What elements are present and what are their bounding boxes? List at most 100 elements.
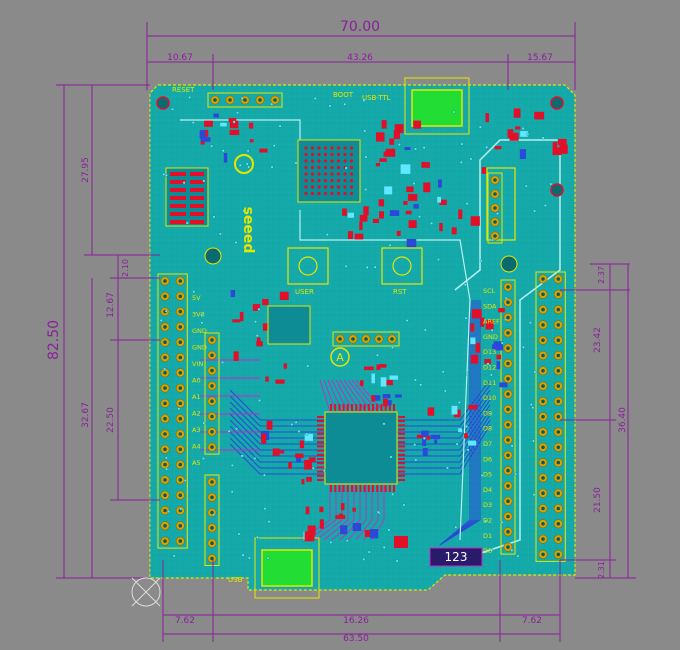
pin-label-left-10: A5 — [192, 459, 201, 467]
pin-label-right-0: SCL — [483, 287, 496, 295]
pin-label-right-3: GND — [483, 333, 498, 341]
silk-user: USER — [295, 288, 314, 296]
trace-up-0 — [319, 379, 331, 413]
dim-left-upper: 27.95 — [81, 157, 91, 183]
silk-bottom-usb: USB — [228, 576, 243, 584]
pin-label-right-4: D13 — [483, 348, 496, 356]
trace-left-9 — [229, 443, 325, 475]
top-left-row-header — [207, 92, 283, 108]
dim-right-a: 2.37 — [597, 266, 606, 284]
trace-outline-top — [180, 119, 301, 140]
pin-label-right-1: SDA — [483, 302, 497, 310]
dim-right-d: 21.50 — [593, 487, 603, 513]
dim-bottom-mid: 16.26 — [343, 616, 369, 626]
mounting-hole-4 — [156, 96, 170, 110]
trace-left-3 — [229, 407, 325, 439]
badge-box — [429, 547, 483, 567]
dim-left-lower: 32.67 — [81, 402, 91, 428]
dim-overall-width: 70.00 — [340, 19, 380, 35]
usb-bottom-connector — [261, 549, 313, 587]
mounting-hole-1 — [204, 247, 222, 265]
trace-outline-mid — [299, 210, 471, 541]
trace-down-1 — [307, 484, 337, 541]
pin-labels: 5V3V3GNDGNDVINA0A1A2A3A4A5SCLSDAAREFGNDD… — [192, 287, 500, 555]
trace-up-3 — [331, 379, 349, 413]
pin-label-left-0: 5V — [192, 294, 201, 302]
usb-bottom-outline — [254, 537, 320, 599]
trace-down-6 — [347, 484, 367, 541]
dim-left-inner: 22.50 — [106, 407, 116, 433]
pin-label-right-9: D8 — [483, 425, 492, 433]
mcu-bga-pads — [304, 146, 354, 196]
middle-row-header — [332, 331, 400, 347]
silk-reset: RESET — [172, 86, 195, 94]
silk-rst: RST — [393, 288, 407, 296]
trace-up-6 — [343, 379, 367, 413]
dim-bottom-right: 7.62 — [522, 616, 542, 626]
components: seeed A 123 — [156, 77, 568, 599]
right-outer-header — [535, 271, 566, 562]
trace-down-2 — [315, 484, 343, 541]
qfp-pins — [317, 404, 405, 492]
left-connector-pads — [170, 172, 204, 224]
small-ic — [267, 305, 311, 345]
trace-down-3 — [323, 484, 349, 541]
red-smd-bottom — [394, 536, 408, 548]
trace-left-7 — [229, 431, 325, 463]
upper-mcu-chip — [297, 139, 361, 203]
left-inner-header-2 — [204, 474, 220, 566]
usb-top-connector — [411, 89, 463, 127]
trace-down-4 — [331, 484, 355, 541]
pin-label-left-2: GND — [192, 327, 207, 335]
pin-label-left-8: A3 — [192, 426, 201, 434]
reset-button-cap — [392, 256, 412, 276]
usb-top-outline — [404, 77, 470, 135]
seeed-logo-text: seeed — [240, 207, 256, 254]
pin-label-left-9: A4 — [192, 443, 201, 451]
smd-parts — [159, 95, 568, 563]
trace-left-0 — [229, 389, 325, 421]
pin-label-right-6: D11 — [483, 379, 496, 387]
dim-right-e: 2.31 — [597, 561, 606, 579]
pin-label-right-13: D4 — [483, 486, 492, 494]
badge-text: 123 — [445, 550, 468, 564]
user-button-cap — [298, 256, 318, 276]
dim-left-mid: 12.67 — [106, 292, 116, 318]
seeed-logo-icon — [234, 154, 254, 174]
left-inner-header-1 — [204, 332, 220, 455]
pin-label-right-15: D2 — [483, 517, 492, 525]
silk-labels: RESET BOOT USB-TTL USER RST USB — [172, 86, 407, 584]
pin-label-right-7: D10 — [483, 394, 496, 402]
marker-a-circle — [330, 347, 350, 367]
pin-label-right-11: D6 — [483, 455, 492, 463]
pin-label-right-10: D7 — [483, 440, 492, 448]
dimension-lines — [56, 22, 636, 642]
right-digital-header — [500, 279, 516, 555]
pin-label-left-4: VIN — [192, 360, 203, 368]
silk-usb-ttl: USB-TTL — [362, 94, 391, 102]
trace-up-1 — [323, 379, 337, 413]
dim-right-b: 23.42 — [593, 327, 603, 353]
pin-label-right-2: AREF — [483, 318, 500, 326]
left-power-header — [157, 273, 188, 549]
mounting-hole-2 — [500, 255, 518, 273]
main-qfp-chip — [324, 411, 398, 485]
pin-headers — [157, 92, 566, 566]
dim-right-c: 36.40 — [618, 407, 628, 433]
trace-left-1 — [229, 395, 325, 427]
marker-a-label: A — [336, 351, 344, 364]
trace-bus-right-5 — [439, 300, 481, 546]
dim-overall-height: 82.50 — [46, 320, 62, 360]
pin-label-right-16: D1 — [483, 532, 492, 540]
silk-boot: BOOT — [333, 91, 354, 99]
pin-label-left-1: 3V3 — [192, 311, 205, 319]
right-small-header — [487, 172, 503, 244]
pin-label-right-14: D3 — [483, 501, 492, 509]
trace-down-7 — [355, 484, 373, 541]
dim-top-left: 10.67 — [167, 53, 193, 63]
pin-label-left-5: A0 — [192, 377, 201, 385]
dim-bottom-total: 63.50 — [343, 634, 369, 644]
pin-label-left-3: GND — [192, 344, 207, 352]
user-button — [287, 247, 329, 285]
copper-traces — [180, 119, 561, 561]
